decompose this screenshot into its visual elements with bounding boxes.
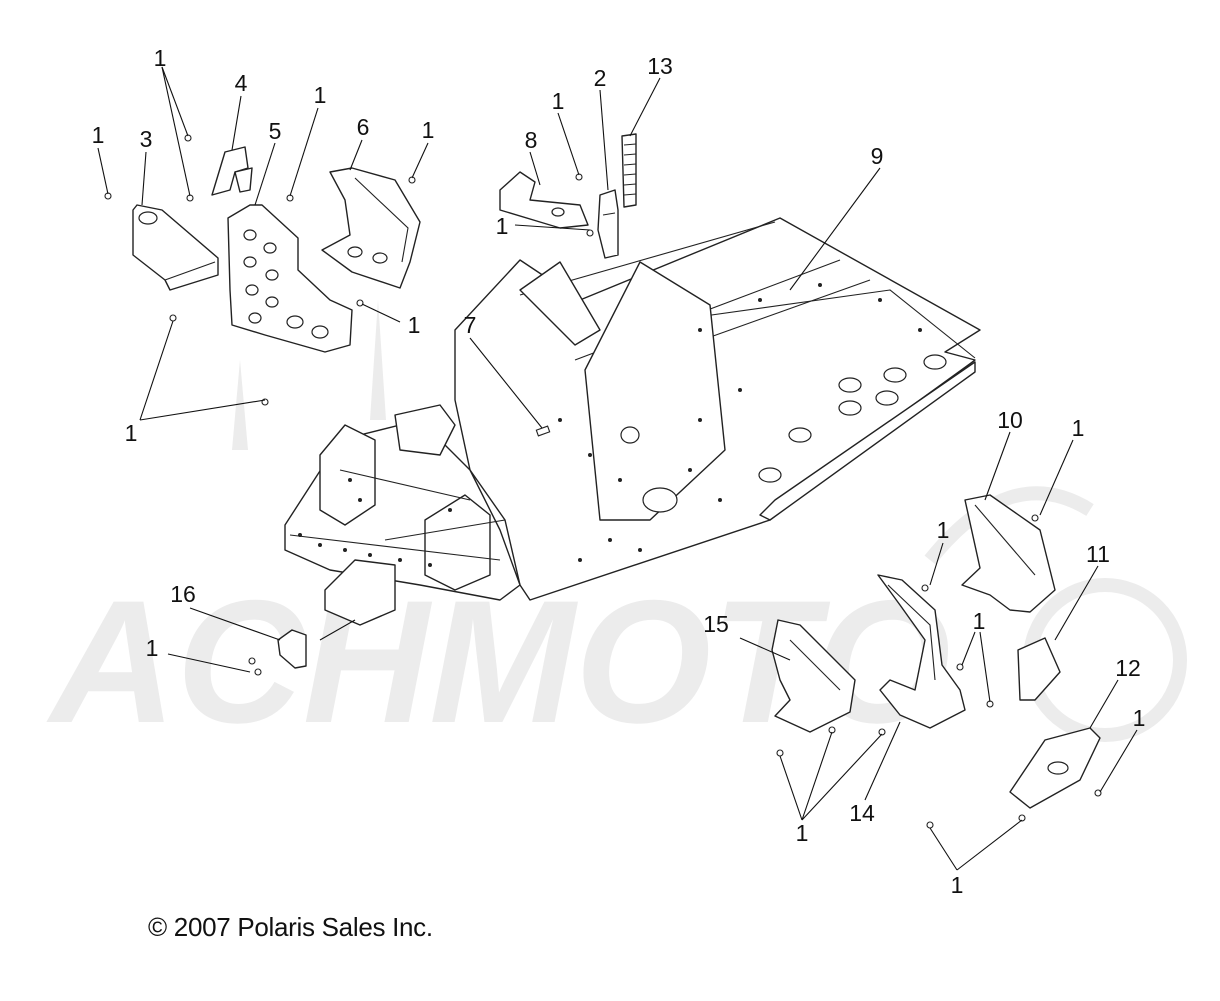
callout-1: 1 <box>92 122 105 148</box>
part-14-bracket <box>877 574 966 729</box>
part-7-bolt <box>535 425 551 437</box>
callout-13: 13 <box>647 53 673 79</box>
callout-6: 6 <box>357 114 370 140</box>
callout-1: 1 <box>1072 415 1085 441</box>
callout-15: 15 <box>703 611 729 637</box>
rivets <box>104 134 1102 829</box>
callout-16: 16 <box>170 581 196 607</box>
callout-2: 2 <box>594 65 607 91</box>
watermark-bike-curve <box>924 486 1094 565</box>
callout-1: 1 <box>408 312 421 338</box>
part-11-bracket <box>1017 637 1061 701</box>
callout-10: 10 <box>997 407 1023 433</box>
part-2-bracket <box>597 189 619 259</box>
copyright-notice: © 2007 Polaris Sales Inc. <box>148 912 433 942</box>
callout-4: 4 <box>235 70 248 96</box>
callout-1: 1 <box>796 820 809 846</box>
part-13-strap <box>621 133 637 208</box>
callout-1: 1 <box>496 213 509 239</box>
callout-8: 8 <box>525 127 538 153</box>
callout-1: 1 <box>1133 705 1146 731</box>
callout-1: 1 <box>314 82 327 108</box>
callout-1: 1 <box>937 517 950 543</box>
callout-1: 1 <box>422 117 435 143</box>
callout-1: 1 <box>146 635 159 661</box>
callout-5: 5 <box>269 118 282 144</box>
part-3-bracket <box>132 204 219 291</box>
callout-3: 3 <box>140 126 153 152</box>
callout-14: 14 <box>849 800 875 826</box>
part-12-plate <box>1009 727 1101 809</box>
callout-7: 7 <box>464 312 477 338</box>
callout-1: 1 <box>552 88 565 114</box>
part-16-bracket <box>277 629 307 669</box>
callout-labels: 1 1 3 4 5 1 6 1 1 1 1 1 8 2 13 9 7 10 1 … <box>92 45 1146 898</box>
callout-1: 1 <box>125 420 138 446</box>
callout-1: 1 <box>154 45 167 71</box>
leader-lines <box>97 66 1138 871</box>
callout-12: 12 <box>1115 655 1141 681</box>
callout-1: 1 <box>951 872 964 898</box>
part-15-shield <box>771 619 856 733</box>
front-bulkhead <box>284 404 521 626</box>
chassis-tunnel <box>454 217 981 601</box>
part-4-bracket <box>211 146 253 196</box>
part-5-skid-plate <box>227 204 353 353</box>
part-8-bracket <box>499 171 589 229</box>
part-6-bracket <box>321 167 421 289</box>
callout-9: 9 <box>871 143 884 169</box>
callout-11: 11 <box>1086 541 1110 567</box>
callout-1: 1 <box>973 608 986 634</box>
part-10-cover <box>961 494 1056 613</box>
